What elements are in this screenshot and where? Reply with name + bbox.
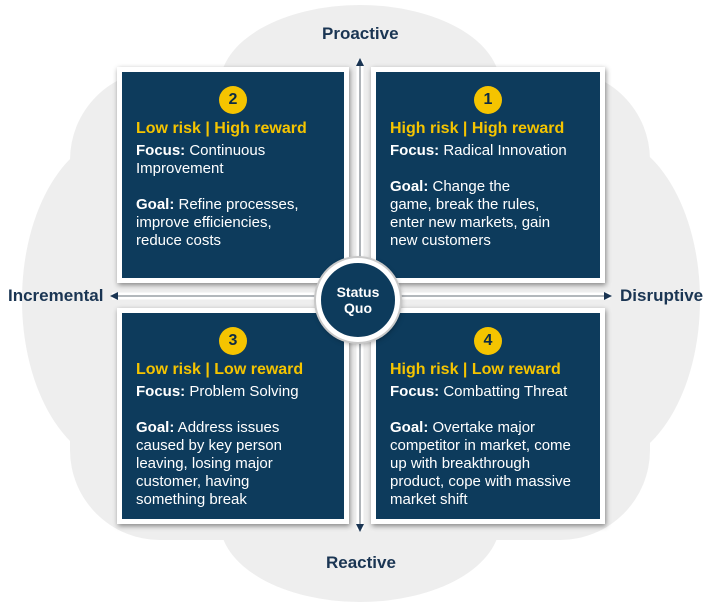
quadrant-number-badge: 3	[219, 327, 247, 355]
goal-label: Goal:	[136, 196, 175, 213]
focus-label: Focus:	[136, 142, 186, 159]
goal-text: product, cope with massive	[390, 473, 571, 490]
focus-text: Improvement	[136, 160, 224, 177]
goal-text: leaving, losing major	[136, 455, 273, 472]
focus-text: Continuous	[185, 142, 266, 159]
quadrant-number-badge: 1	[474, 86, 502, 114]
status-quo-line1: Status	[336, 284, 380, 300]
goal-text: up with breakthrough	[390, 455, 531, 472]
focus-label: Focus:	[136, 383, 186, 400]
goal-text: Address issues	[174, 419, 280, 436]
status-quo-circle: Status Quo	[316, 258, 400, 342]
quadrant-2: 2 Low risk | High reward Focus: Continuo…	[117, 67, 349, 283]
goal-text: Overtake major	[428, 419, 536, 436]
quadrant-3: 3 Low risk | Low reward Focus: Problem S…	[117, 308, 349, 524]
quadrant-4: 4 High risk | Low reward Focus: Combatti…	[371, 308, 605, 524]
goal-text: enter new markets, gain	[390, 214, 551, 231]
goal-text: reduce costs	[136, 232, 222, 249]
goal-text: competitor in market, come	[390, 437, 571, 454]
quadrant-number-badge: 2	[219, 86, 247, 114]
goal-label: Goal:	[390, 419, 429, 436]
goal-label: Goal:	[136, 419, 175, 436]
goal-text: caused by key person	[136, 437, 282, 454]
axis-label-reactive: Reactive	[326, 553, 396, 572]
status-quo-line2: Quo	[344, 300, 372, 316]
focus-text: Problem Solving	[185, 383, 299, 400]
quadrant-risk-label: Low risk | High reward	[136, 120, 307, 137]
goal-text: Refine processes,	[174, 196, 299, 213]
quadrant-risk-label: Low risk | Low reward	[136, 361, 304, 378]
quadrant-number-badge: 4	[474, 327, 502, 355]
focus-label: Focus:	[390, 142, 440, 159]
arrow-left-icon	[110, 292, 118, 300]
goal-text: Change the	[428, 178, 511, 195]
goal-text: something break	[136, 491, 247, 508]
arrow-down-icon	[356, 524, 364, 532]
axis-label-disruptive: Disruptive	[620, 286, 704, 305]
goal-text: customer, having	[136, 473, 250, 490]
goal-label: Goal:	[390, 178, 429, 195]
goal-text: market shift	[390, 491, 468, 508]
focus-label: Focus:	[390, 383, 440, 400]
axis-label-proactive: Proactive	[322, 24, 399, 43]
quadrant-risk-label: High risk | High reward	[390, 120, 565, 137]
goal-text: game, break the rules,	[390, 196, 540, 213]
goal-text: improve efficiencies,	[136, 214, 272, 231]
axis-label-incremental: Incremental	[8, 286, 104, 305]
goal-text: new customers	[390, 232, 491, 249]
focus-text: Combatting Threat	[439, 383, 568, 400]
quadrant-risk-label: High risk | Low reward	[390, 361, 561, 378]
focus-text: Radical Innovation	[439, 142, 567, 159]
quadrant-1: 1 High risk | High reward Focus: Radical…	[371, 67, 605, 283]
arrow-up-icon	[356, 58, 364, 66]
arrow-right-icon	[604, 292, 612, 300]
